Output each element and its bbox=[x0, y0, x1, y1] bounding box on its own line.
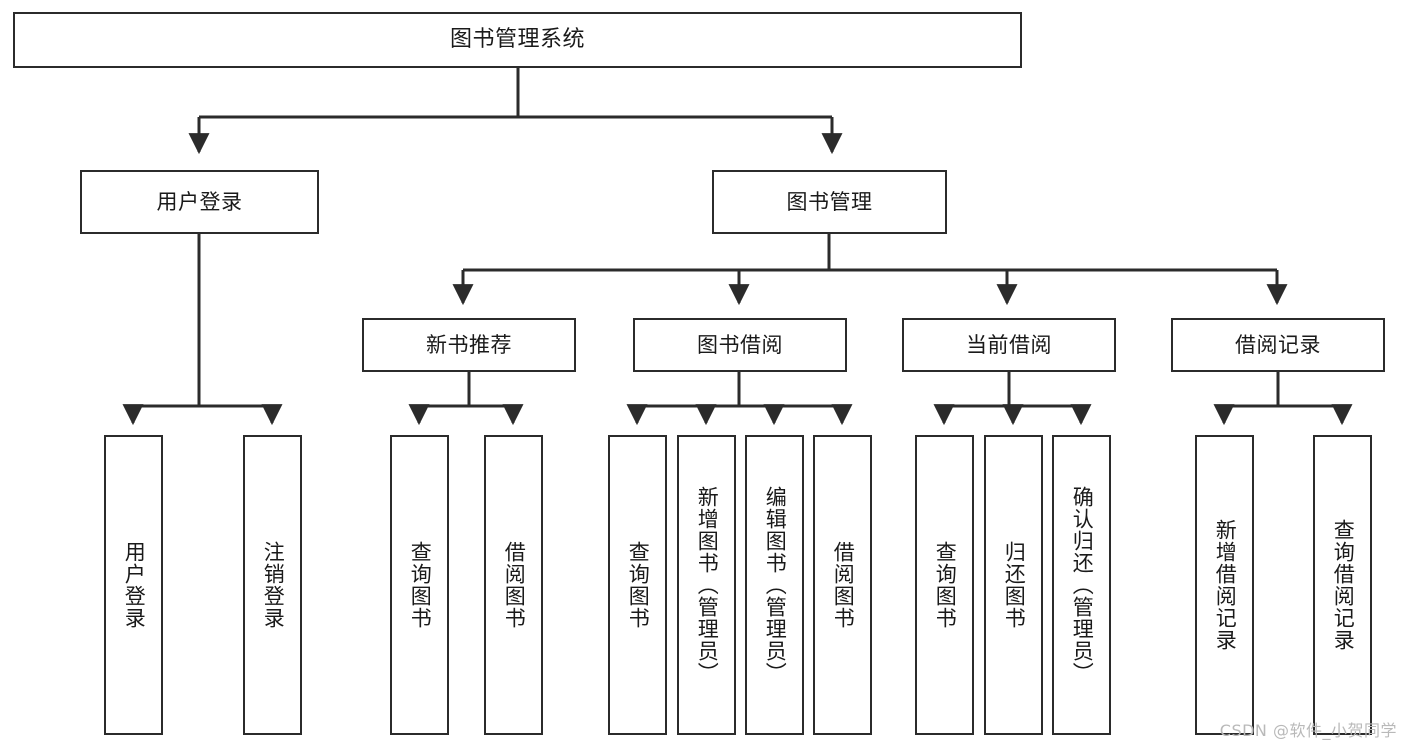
node-label: 查询图书 bbox=[626, 541, 651, 629]
node-label: 新书推荐 bbox=[426, 332, 512, 357]
leaf-query-book-recommend[interactable]: 查询图书 bbox=[390, 435, 449, 735]
node-label: 图书管理 bbox=[786, 189, 873, 214]
node-label: 借阅记录 bbox=[1235, 332, 1321, 357]
node-label: 图书管理系统 bbox=[449, 27, 585, 53]
node-label: 借阅图书 bbox=[502, 541, 527, 629]
leaf-query-borrow-record[interactable]: 查询借阅记录 bbox=[1313, 435, 1372, 735]
node-label: 查询图书 bbox=[933, 541, 958, 629]
node-book-management[interactable]: 图书管理 bbox=[712, 170, 947, 234]
leaf-return-book[interactable]: 归还图书 bbox=[984, 435, 1043, 735]
node-label: 用户登录 bbox=[156, 189, 243, 214]
node-label: 注销登录 bbox=[261, 541, 286, 629]
node-label: 借阅图书 bbox=[831, 541, 856, 629]
leaf-logout-login[interactable]: 注销登录 bbox=[243, 435, 302, 735]
leaf-add-book-admin[interactable]: 新增图书（管理员） bbox=[677, 435, 736, 735]
leaf-edit-book-admin[interactable]: 编辑图书（管理员） bbox=[745, 435, 804, 735]
node-user-login[interactable]: 用户登录 bbox=[80, 170, 319, 234]
leaf-borrow-book[interactable]: 借阅图书 bbox=[813, 435, 872, 735]
leaf-confirm-return-admin[interactable]: 确认归还（管理员） bbox=[1052, 435, 1111, 735]
node-label: 当前借阅 bbox=[966, 332, 1052, 357]
node-current-borrow[interactable]: 当前借阅 bbox=[902, 318, 1116, 372]
node-label: 编辑图书（管理员） bbox=[763, 486, 788, 684]
node-new-book-recommend[interactable]: 新书推荐 bbox=[362, 318, 576, 372]
node-root-book-management-system[interactable]: 图书管理系统 bbox=[13, 12, 1022, 68]
node-book-borrow[interactable]: 图书借阅 bbox=[633, 318, 847, 372]
node-label: 查询借阅记录 bbox=[1331, 519, 1356, 651]
leaf-query-book-current[interactable]: 查询图书 bbox=[915, 435, 974, 735]
node-label: 用户登录 bbox=[122, 541, 147, 629]
node-label: 新增借阅记录 bbox=[1213, 519, 1238, 651]
node-label: 查询图书 bbox=[408, 541, 433, 629]
leaf-user-login[interactable]: 用户登录 bbox=[104, 435, 163, 735]
node-borrow-record[interactable]: 借阅记录 bbox=[1171, 318, 1385, 372]
node-label: 确认归还（管理员） bbox=[1070, 486, 1095, 684]
watermark: CSDN @软件_小贺同学 bbox=[1219, 721, 1397, 740]
leaf-query-book-borrow[interactable]: 查询图书 bbox=[608, 435, 667, 735]
node-label: 归还图书 bbox=[1002, 541, 1027, 629]
leaf-add-borrow-record[interactable]: 新增借阅记录 bbox=[1195, 435, 1254, 735]
leaf-borrow-book-recommend[interactable]: 借阅图书 bbox=[484, 435, 543, 735]
node-label: 图书借阅 bbox=[697, 332, 783, 357]
node-label: 新增图书（管理员） bbox=[695, 486, 720, 684]
